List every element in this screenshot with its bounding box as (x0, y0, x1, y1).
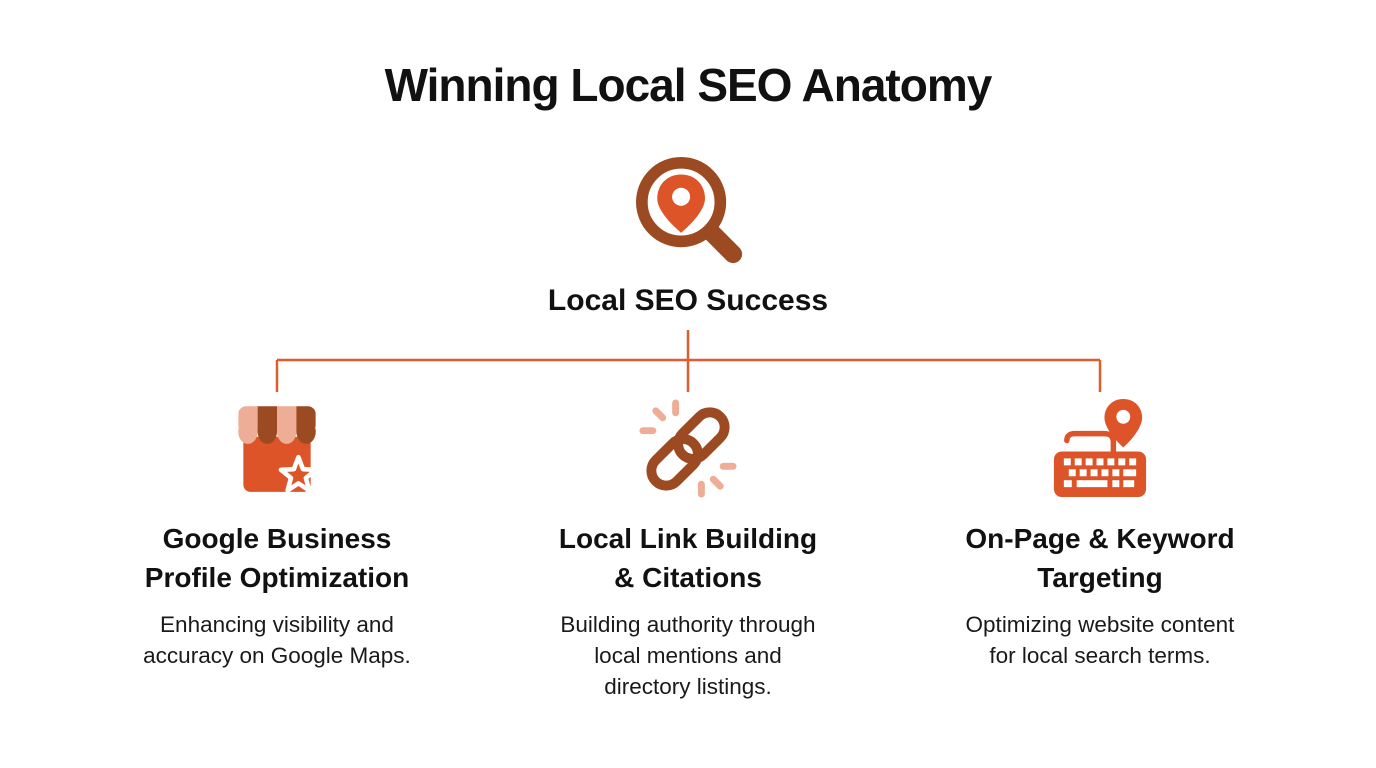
branch-google-business-profile: Google Business Profile Optimization Enh… (87, 398, 467, 671)
keyboard-location-pin-icon (910, 398, 1290, 500)
branch-local-link-building: Local Link Building & Citations Building… (498, 398, 878, 702)
magnifier-location-pin-icon (0, 148, 1376, 270)
page-title: Winning Local SEO Anatomy (384, 59, 993, 111)
branch-description: Building authority through local mention… (560, 612, 816, 700)
chain-link-sparkle-icon (498, 398, 878, 500)
branch-heading: Local Link Building & Citations (558, 523, 818, 593)
branch-on-page-keyword: On-Page & Keyword Targeting Optimizing w… (910, 398, 1290, 671)
central-node: Local SEO Success (0, 148, 1376, 318)
branch-heading: On-Page & Keyword Targeting (965, 523, 1235, 593)
branch-description: Optimizing website content for local sea… (965, 612, 1235, 669)
branch-description: Enhancing visibility and accuracy on Goo… (143, 612, 411, 669)
storefront-star-icon (87, 398, 467, 500)
central-node-label: Local SEO Success (547, 284, 829, 317)
branch-heading: Google Business Profile Optimization (144, 523, 410, 593)
connector-lines (275, 330, 1102, 392)
